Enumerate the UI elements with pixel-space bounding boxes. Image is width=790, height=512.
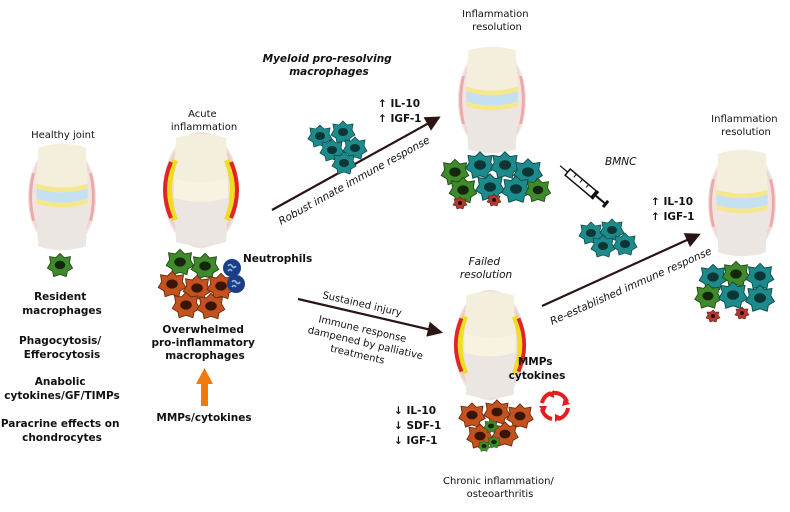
right-marker-il10: ↑ IL-10 <box>651 196 693 208</box>
resident-macrophages-label: Resident macrophages <box>22 291 102 317</box>
neutrophil-cell <box>226 274 246 294</box>
acute-cell-cluster <box>157 248 246 320</box>
overwhelmed-label: Overwhelmed pro-inflammatory macrophages <box>151 324 258 362</box>
failed-marker-sdf1: ↓ SDF-1 <box>394 420 441 432</box>
failed-marker-il10: ↓ IL-10 <box>394 405 436 417</box>
neutrophils-label: Neutrophils <box>243 253 312 265</box>
mmps-cytokines-acute-label: MMPs/cytokines <box>156 412 251 424</box>
resident-macrophage-cell <box>46 252 74 278</box>
acute-inflammation-title: Acute inflammation <box>171 109 237 133</box>
failed-mmps-label: MMPs cytokines <box>509 356 566 382</box>
myeloid-cell-cluster <box>307 120 368 175</box>
myeloid-label: Myeloid pro-resolving macrophages <box>263 53 396 78</box>
red-cycle-icon <box>539 390 570 422</box>
right-marker-igf1: ↑ IGF-1 <box>651 211 695 223</box>
resolution-top-joint <box>456 45 528 155</box>
failed-marker-igf1: ↓ IGF-1 <box>394 435 438 447</box>
arrow-reestablished <box>541 233 701 308</box>
resolution-top-title: Inflammation resolution <box>462 9 532 33</box>
top-marker-igf1: ↑ IGF-1 <box>378 113 422 125</box>
neutrophil-cell <box>222 258 242 278</box>
chronic-inflammation-title: Chronic inflammation/ osteoarthritis <box>443 476 557 500</box>
healthy-joint-title: Healthy joint <box>31 130 95 141</box>
arrow-label-reestablished: Re-established immune response <box>548 245 713 327</box>
resolution-top-cell-cluster <box>440 151 552 210</box>
orange-up-arrow <box>196 368 213 406</box>
arrow-sustained <box>297 297 444 337</box>
acute-joint-image <box>163 132 239 248</box>
arrow-label-dampened: Immune response dampened by palliative t… <box>307 314 424 367</box>
failed-joint-image <box>454 290 526 400</box>
chronic-cell-cluster <box>458 399 534 452</box>
failed-resolution-title: Failed resolution <box>460 256 512 281</box>
phagocytosis-label: Phagocytosis/ Efferocytosis <box>19 335 105 361</box>
bmnc-cell-cluster <box>578 218 638 258</box>
bmnc-label: BMNC <box>605 156 637 168</box>
paracrine-label: Paracrine effects on chondrocytes <box>1 418 123 444</box>
syringe-icon <box>559 165 610 208</box>
healthy-joint-image <box>26 142 98 252</box>
resolution-right-joint <box>706 148 778 258</box>
anabolic-label: Anabolic cytokines/GF/TIMPs <box>4 376 119 402</box>
top-marker-il10: ↑ IL-10 <box>378 98 420 110</box>
resolution-right-title: Inflammation resolution <box>711 114 781 138</box>
resolution-right-cell-cluster <box>694 260 776 323</box>
